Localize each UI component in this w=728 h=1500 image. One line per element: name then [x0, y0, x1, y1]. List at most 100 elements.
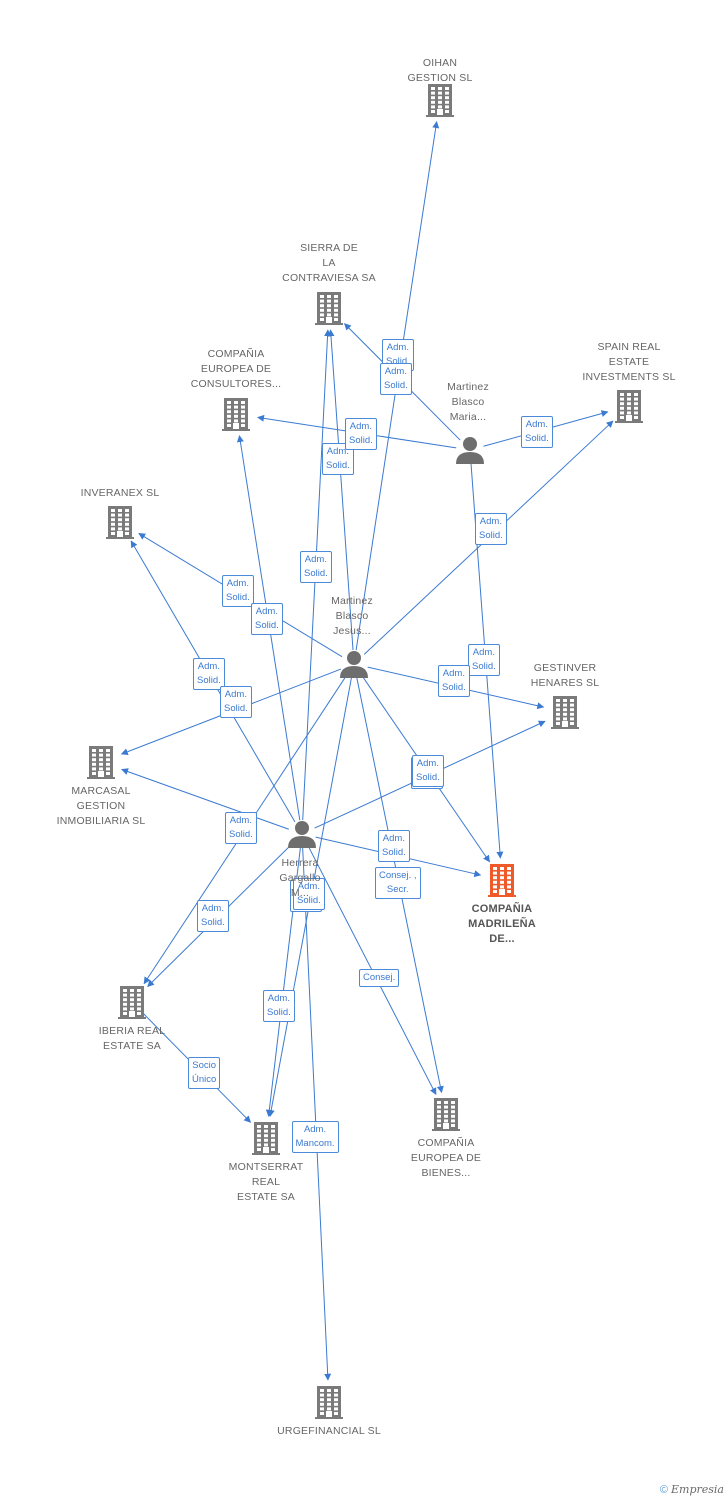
node-label-line: Jesus...	[333, 625, 371, 637]
edge-label-line: Solid.	[442, 682, 466, 693]
person-icon[interactable]	[288, 821, 316, 848]
edge-label[interactable]: Adm.Solid.	[475, 513, 507, 545]
building-icon[interactable]	[426, 84, 454, 117]
edge-label[interactable]: Adm.Solid.	[345, 418, 377, 450]
edge-label-line: Adm.	[442, 668, 465, 679]
building-icon[interactable]	[488, 864, 516, 897]
edge-label-line: Solid.	[326, 460, 350, 471]
edge-label[interactable]: Adm.Solid.	[468, 644, 500, 676]
edge-label[interactable]: Adm. Solid.	[438, 665, 470, 697]
brand-logo[interactable]: Empresia	[671, 1483, 724, 1496]
edge-label[interactable]: Adm.Solid.	[225, 812, 257, 844]
edge-label[interactable]: Adm.Solid.	[197, 900, 229, 932]
edge-label[interactable]: Adm.Solid.	[380, 363, 412, 395]
edge-label-line: Adm.	[472, 647, 495, 658]
edge-label-line: Adm.	[525, 419, 548, 430]
edge-label[interactable]: Adm.Solid.	[193, 658, 225, 690]
person-icon[interactable]	[340, 651, 368, 678]
building-icon[interactable]	[118, 986, 146, 1019]
node-label-line: ESTATE SA	[236, 1191, 295, 1203]
node-label-line: Martinez	[331, 595, 373, 607]
footer: © Empresia	[660, 1483, 724, 1496]
company-label[interactable]: INVERANEX SL	[55, 486, 185, 501]
edge-label-line: Adm.	[303, 1124, 327, 1135]
node-label-line: Maria...	[449, 411, 487, 423]
edge-label-line: Socio	[192, 1060, 217, 1071]
edge-label-line: Adm.	[224, 689, 247, 700]
node-label-line: OIHAN	[422, 57, 458, 69]
nodes-layer	[87, 84, 643, 1419]
node-label-line: GESTION	[76, 800, 126, 812]
node-label-line: HENARES SL	[530, 677, 600, 689]
node-label-line: Blasco	[451, 396, 485, 408]
edge-label[interactable]: Adm. Solid.	[378, 830, 410, 862]
edge-label-line: Adm.	[386, 342, 409, 353]
building-icon[interactable]	[222, 398, 250, 431]
edge-label-line: Adm.	[201, 903, 224, 914]
building-icon[interactable]	[87, 746, 115, 779]
edge-label[interactable]: Adm.Mancom.	[291, 1121, 339, 1153]
building-icon[interactable]	[615, 390, 643, 423]
edge-label-line: Adm.	[326, 446, 349, 457]
edge-label[interactable]: Adm.Solid.	[263, 990, 295, 1022]
edge-label[interactable]: Adm. Solid.	[220, 686, 252, 718]
edge-herrera-to-marcasal	[121, 768, 289, 830]
edge-label-line: Adm.	[297, 881, 320, 892]
edge-label-line: Solid.	[349, 435, 373, 446]
edge-label[interactable]: Consej.	[359, 969, 400, 987]
building-icon[interactable]	[551, 696, 579, 729]
node-label-line: M...	[290, 887, 310, 899]
building-icon[interactable]	[106, 506, 134, 539]
edge-label-line: Solid.	[255, 620, 279, 631]
edge-label-line: Adm.	[416, 758, 439, 769]
node-label-line: GESTION SL	[407, 72, 473, 84]
edge-label[interactable]: Adm. Solid.	[293, 878, 325, 910]
node-label-line: Herrera	[281, 857, 319, 869]
building-icon[interactable]	[315, 1386, 343, 1419]
person-icon[interactable]	[456, 437, 484, 464]
building-icon[interactable]	[432, 1098, 460, 1131]
company-label[interactable]: OIHAN GESTION SL	[375, 56, 505, 86]
building-icon[interactable]	[252, 1122, 280, 1155]
node-label-line: BIENES...	[421, 1167, 471, 1179]
edge-label-line: Adm.	[382, 833, 405, 844]
edge-label-line: Adm.	[267, 993, 290, 1004]
node-label-line: IBERIA REAL	[98, 1025, 166, 1037]
node-label-line: ESTATE	[608, 356, 650, 368]
node-label-line: COMPAÑIA	[207, 348, 265, 360]
edge-label-line: Solid.	[224, 703, 248, 714]
edge-label[interactable]: Adm.Solid.	[521, 416, 553, 448]
edge-label-line: Secr.	[386, 884, 409, 895]
edge-jesus-to-sierra	[327, 329, 354, 651]
edge-label[interactable]: Adm.Solid.	[222, 575, 254, 607]
node-label-line: EUROPEA DE	[410, 1152, 482, 1164]
edge-label[interactable]: Consej. ,Secr.	[375, 867, 421, 899]
node-label-line: INVERANEX SL	[80, 487, 160, 499]
node-label-line: MARCASAL	[71, 785, 131, 797]
building-icon[interactable]	[315, 292, 343, 325]
edge-label-line: Solid.	[297, 895, 321, 906]
edge-label-line: Solid.	[382, 847, 406, 858]
edge-label-line: Consej.	[363, 972, 396, 983]
company-label[interactable]: URGEFINANCIAL SL	[264, 1424, 394, 1439]
edge-label[interactable]: Adm.Solid.	[412, 755, 444, 787]
node-label-line: Martinez	[447, 381, 489, 393]
edge-label[interactable]: Adm.Solid.	[251, 603, 283, 635]
copyright-icon: ©	[659, 1484, 668, 1496]
edges-layer	[120, 121, 614, 1381]
edge-label[interactable]: Adm.Solid.	[300, 551, 332, 583]
node-label-line: INVESTMENTS SL	[582, 371, 676, 383]
